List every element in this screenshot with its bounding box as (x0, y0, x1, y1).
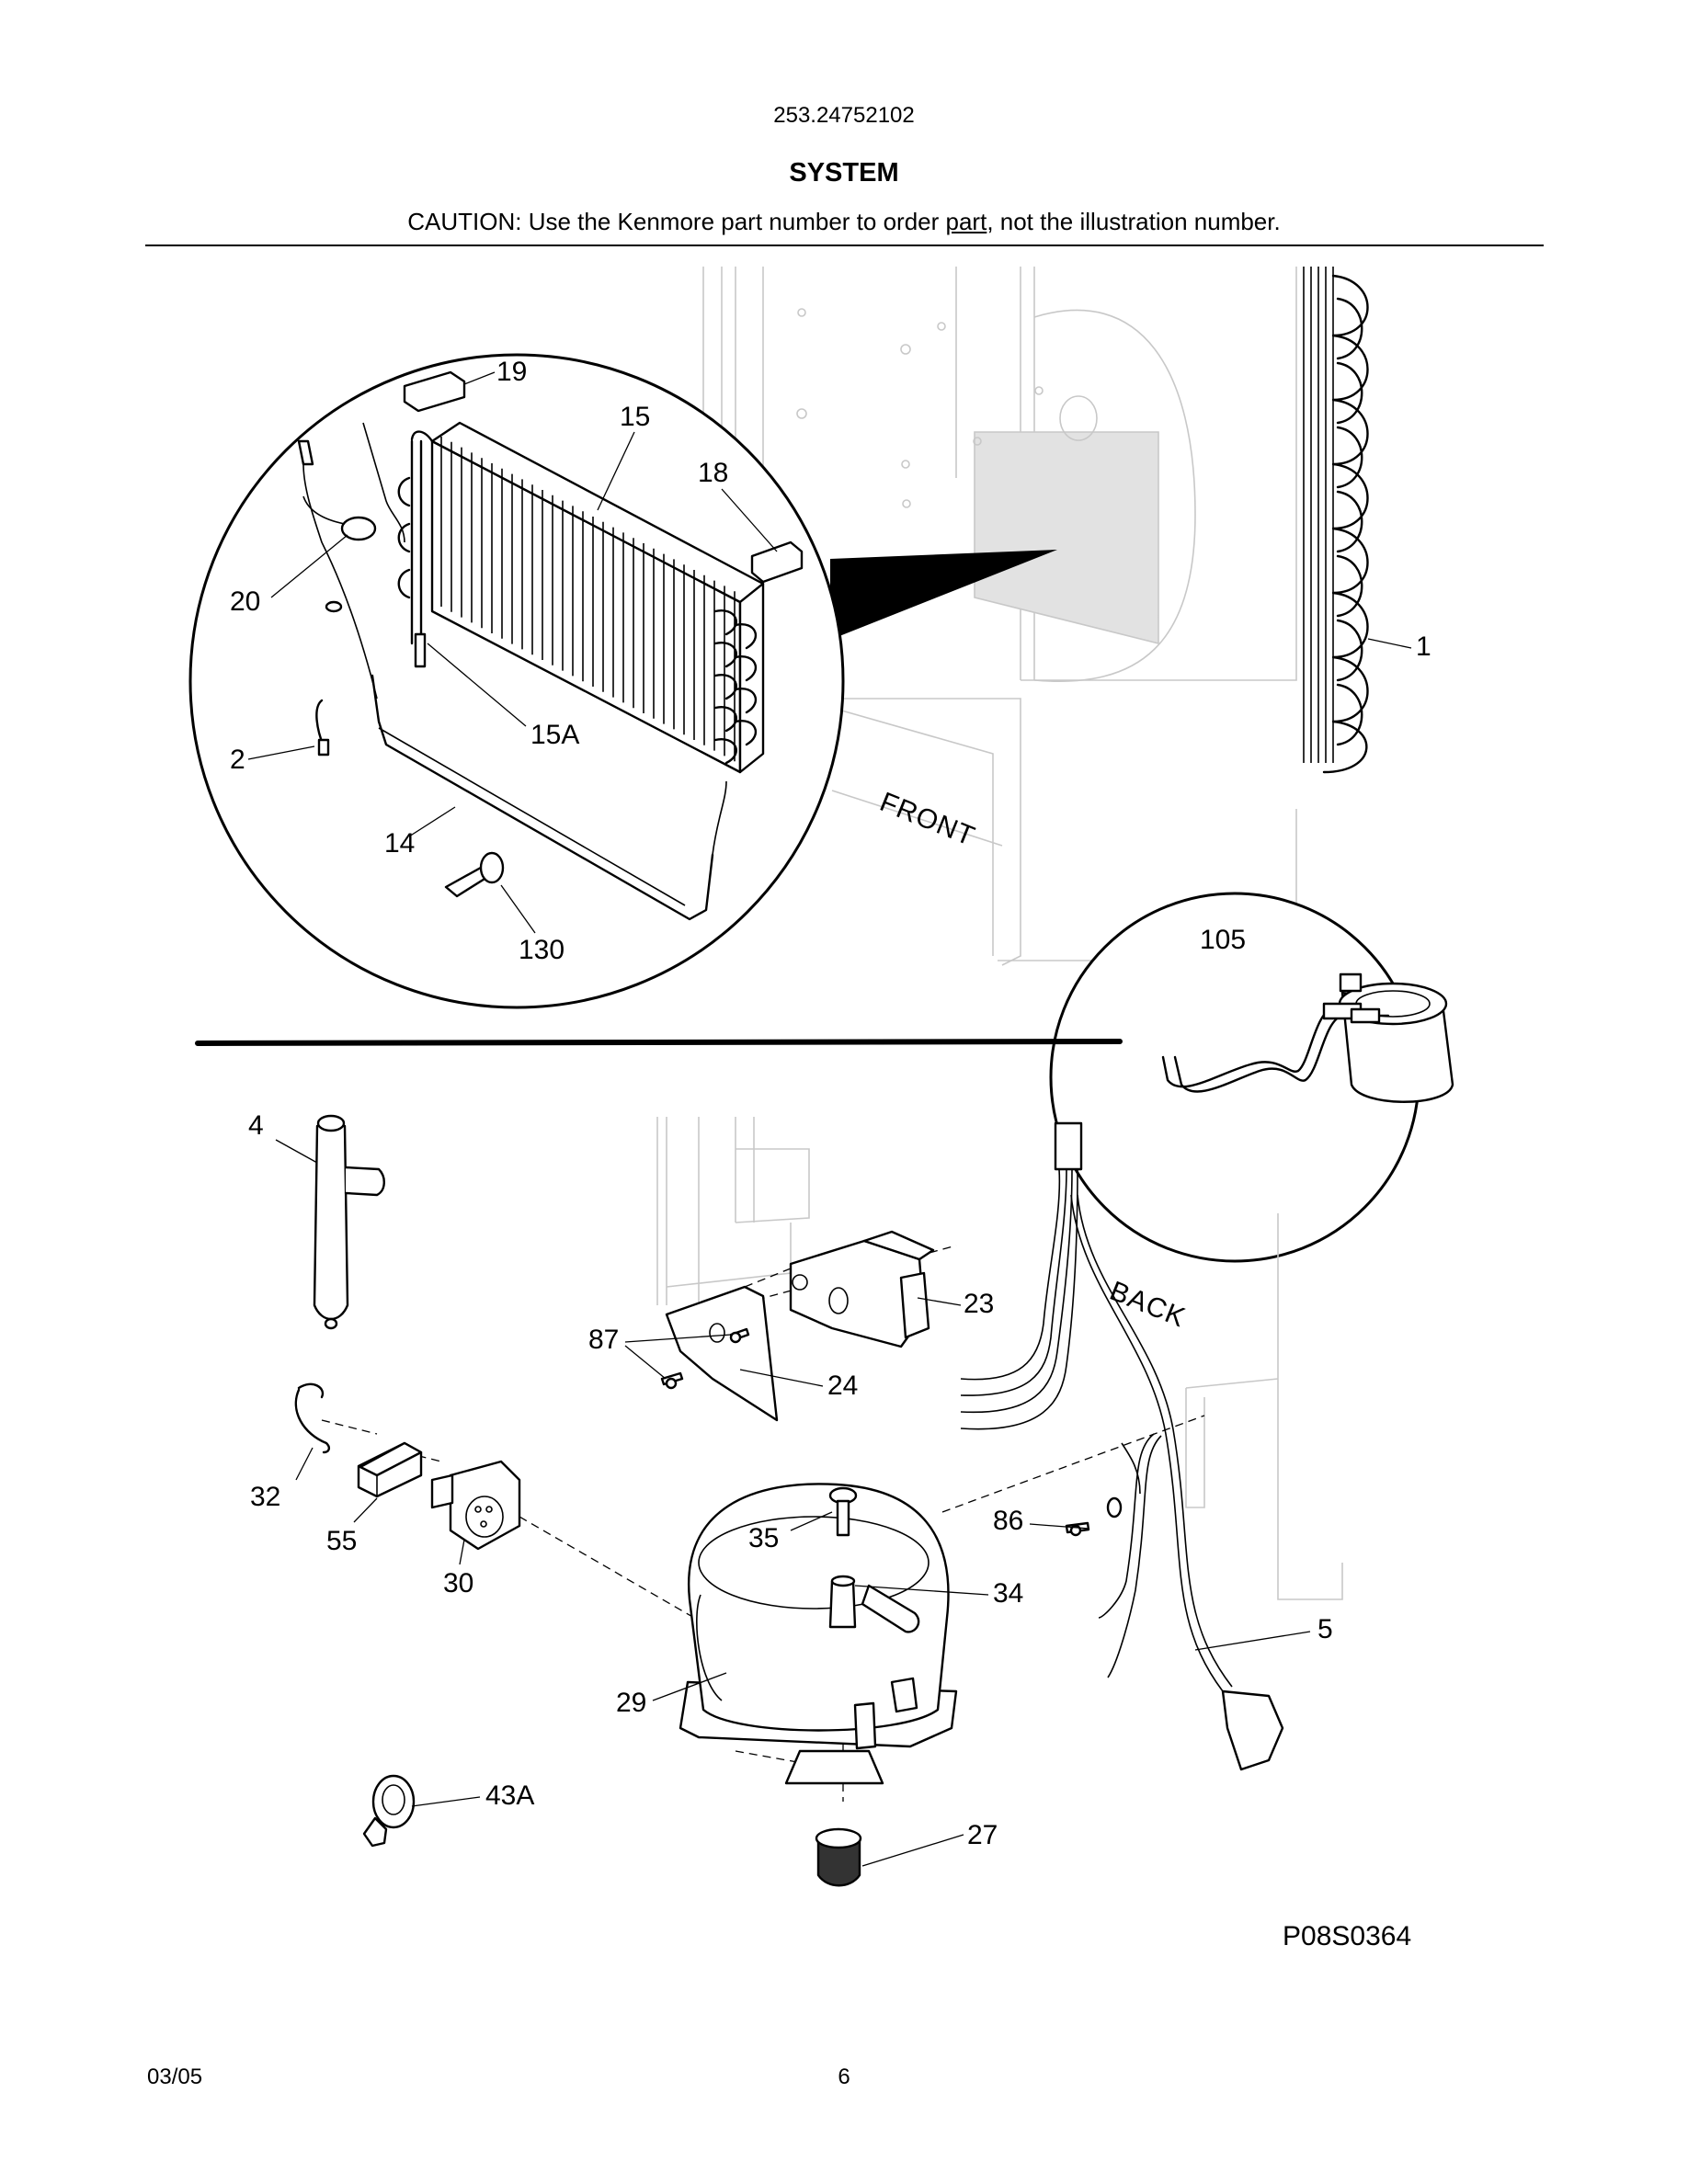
label-23: 23 (964, 1289, 994, 1319)
label-1: 1 (1416, 631, 1431, 662)
label-87: 87 (588, 1325, 619, 1355)
model-number: 253.24752102 (773, 103, 915, 128)
label-15a: 15A (530, 720, 579, 750)
leaders-lower (275, 1139, 1311, 1867)
detail-pointer (830, 550, 1057, 640)
label-15: 15 (620, 402, 650, 432)
label-105: 105 (1200, 925, 1246, 955)
back-label: BACK (1105, 1276, 1190, 1334)
label-86: 86 (993, 1506, 1023, 1536)
ground-screw (1065, 1521, 1090, 1537)
label-2: 2 (230, 745, 245, 775)
evaporator-assembly (297, 370, 804, 921)
label-27: 27 (967, 1820, 998, 1850)
caution-underlined: part (945, 208, 987, 235)
label-14: 14 (384, 828, 415, 859)
label-43a: 43A (485, 1780, 534, 1811)
front-label: FRONT (875, 787, 979, 852)
caution-prefix: CAUTION: Use the Kenmore part number to … (407, 208, 946, 235)
drawing-id: P08S0364 (1283, 1921, 1411, 1951)
label-5: 5 (1317, 1614, 1333, 1644)
compressor (679, 1483, 958, 1785)
label-4: 4 (248, 1110, 264, 1141)
leaders-upper (247, 371, 1412, 934)
label-55: 55 (326, 1526, 357, 1556)
label-35: 35 (748, 1523, 779, 1553)
caution-note: CAUTION: Use the Kenmore part number to … (0, 208, 1688, 236)
section-divider (195, 1039, 1123, 1046)
page-title: SYSTEM (789, 158, 899, 188)
label-20: 20 (230, 586, 260, 617)
timer-bracket (665, 1285, 779, 1422)
header-rule (145, 245, 1544, 246)
page-number: 6 (838, 2065, 850, 2089)
label-30: 30 (443, 1568, 473, 1598)
relay-clip (294, 1382, 331, 1454)
wiring-harness (960, 1121, 1284, 1771)
start-relay (430, 1460, 521, 1551)
caution-suffix: , not the illustration number. (987, 208, 1281, 235)
label-34: 34 (993, 1578, 1023, 1609)
mounting-sleeve (828, 1575, 857, 1629)
mounting-bolt (828, 1486, 858, 1537)
condenser-coil (1303, 267, 1369, 774)
drain-pan-assembly (1161, 973, 1454, 1103)
label-19: 19 (496, 357, 527, 387)
tube-clamp (362, 1774, 416, 1848)
label-29: 29 (616, 1688, 646, 1718)
bracket-screws (660, 1327, 750, 1390)
defrost-timer (789, 1230, 935, 1348)
label-18: 18 (698, 458, 728, 488)
rubber-grommet (815, 1827, 862, 1887)
drier (313, 1114, 385, 1330)
label-130: 130 (519, 935, 565, 965)
footer-date: 03/05 (147, 2065, 203, 2089)
label-32: 32 (250, 1482, 280, 1512)
label-24: 24 (827, 1371, 858, 1401)
overload-protector (357, 1441, 423, 1498)
